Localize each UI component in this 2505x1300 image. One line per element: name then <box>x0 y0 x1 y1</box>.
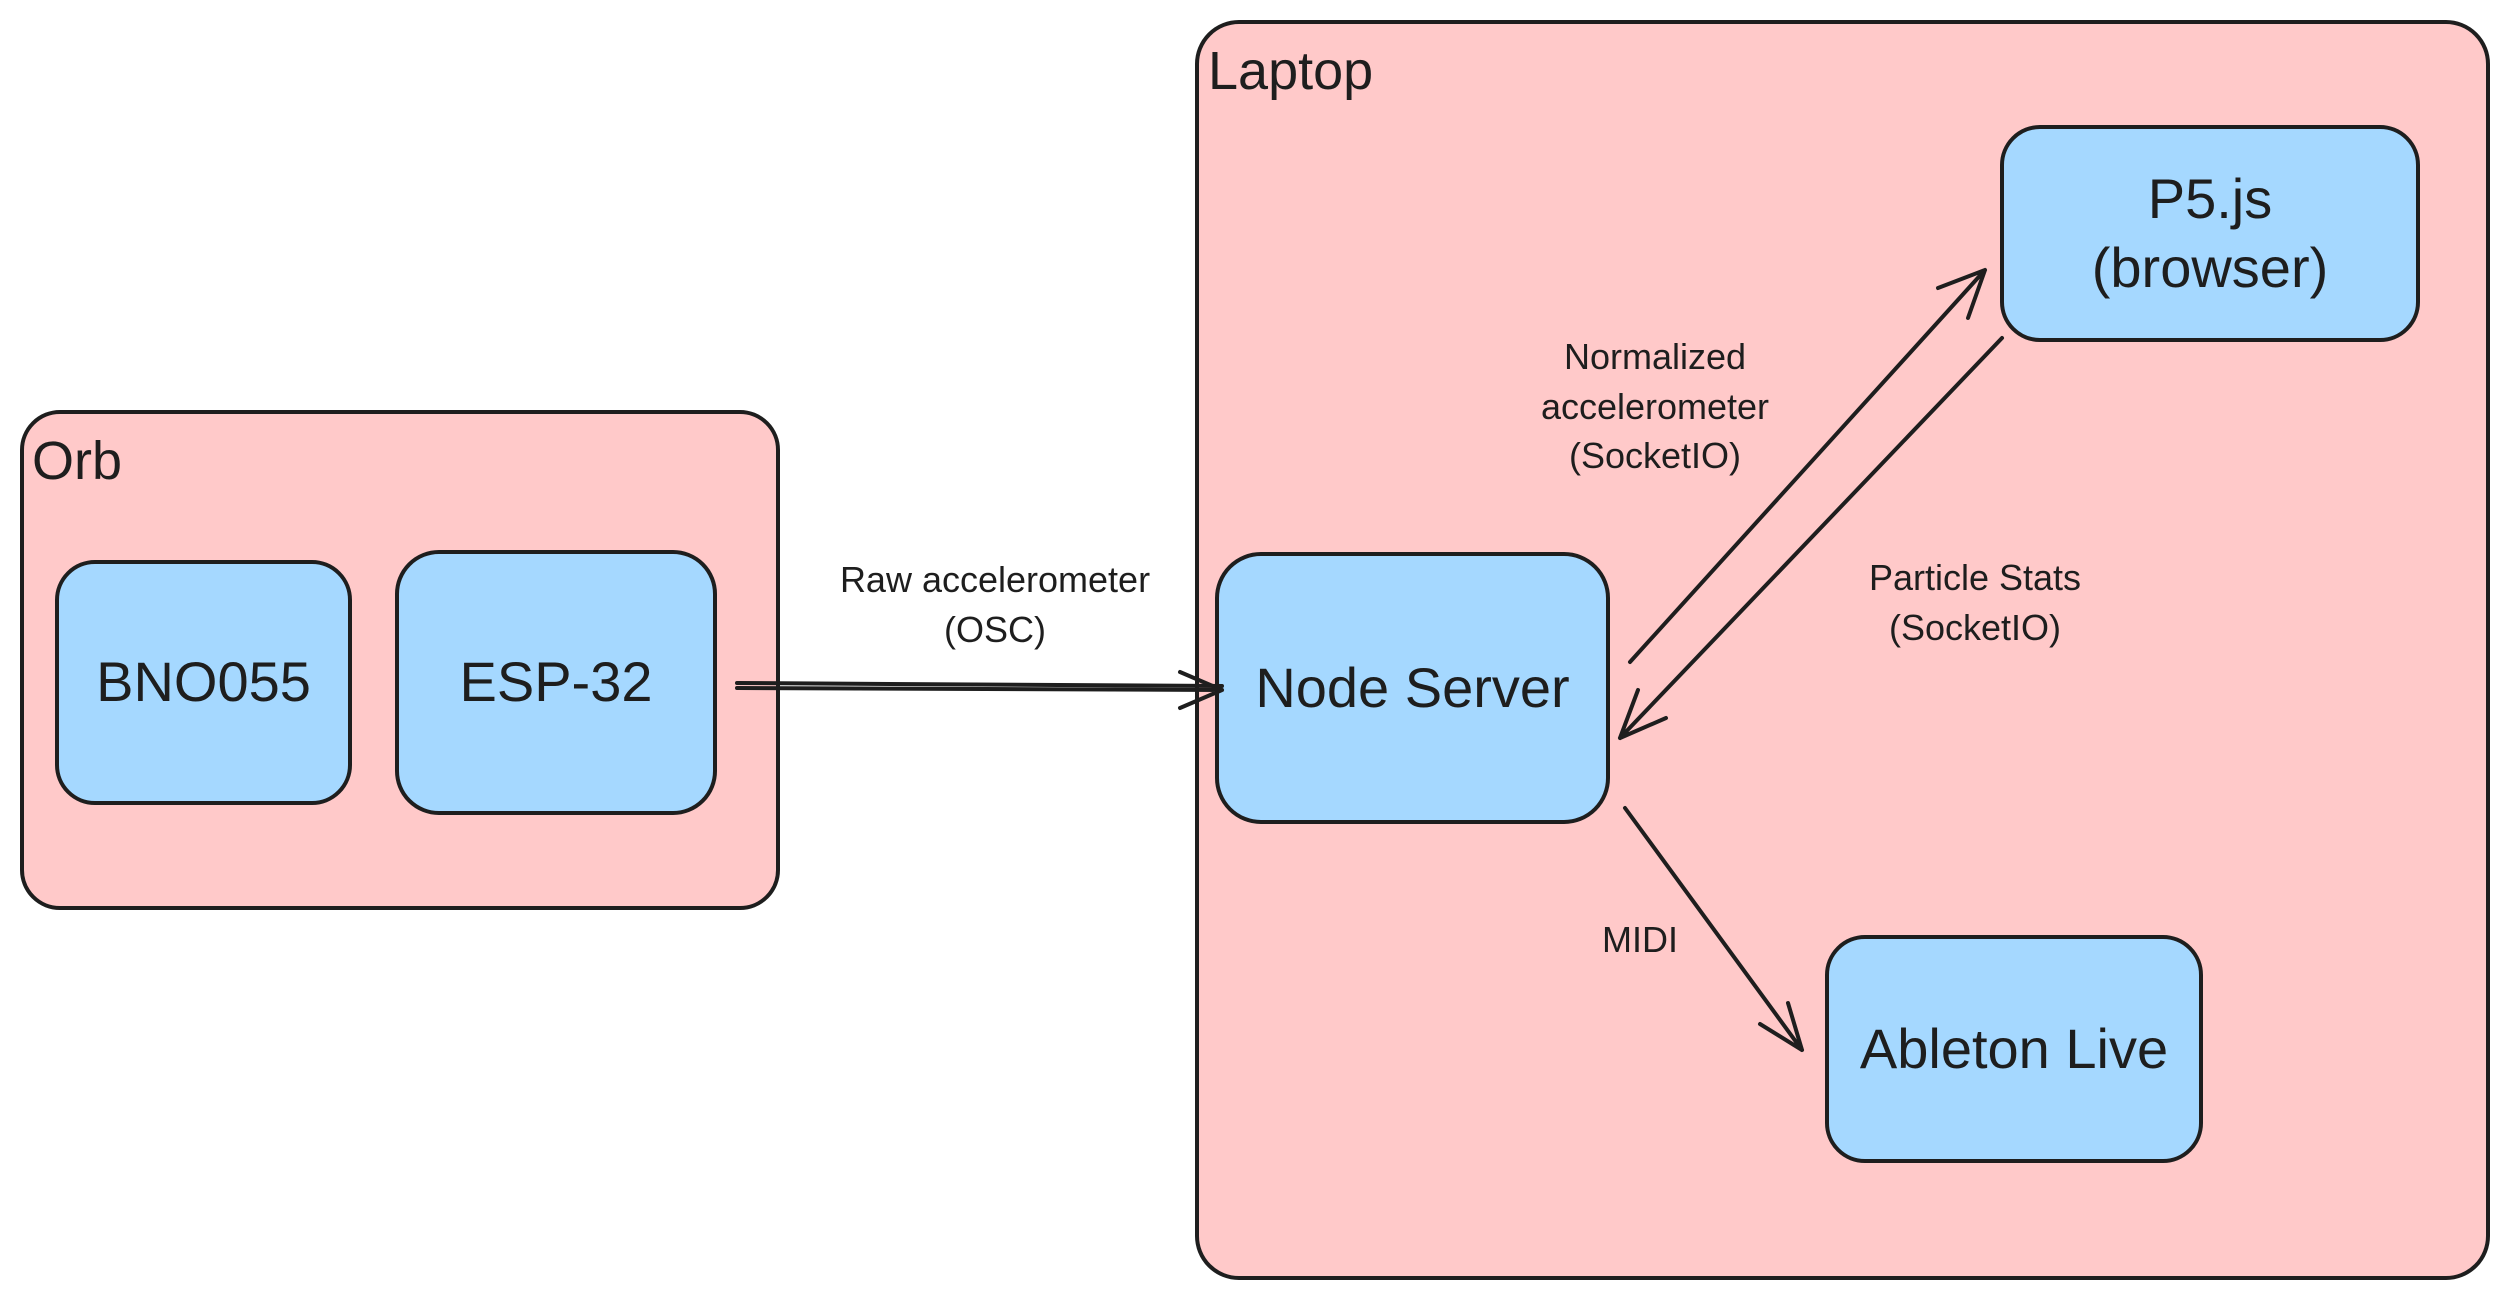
arrow-raw-accelerometer-shadow <box>735 681 1224 688</box>
esp32-node: ESP-32 <box>395 550 717 815</box>
normalized-accelerometer-label: Normalized accelerometer (SocketIO) <box>1540 336 1770 477</box>
laptop-group-title: Laptop <box>1208 41 1374 101</box>
p5js-label: P5.js (browser) <box>2091 167 2329 299</box>
arrow-raw-accelerometer <box>735 670 1224 710</box>
bno055-node: BNO055 <box>55 560 352 805</box>
bno055-label: BNO055 <box>96 650 311 714</box>
node-server-label: Node Server <box>1255 655 1570 719</box>
node-server-node: Node Server <box>1215 552 1610 824</box>
midi-label: MIDI <box>1602 919 1678 960</box>
ableton-node: Ableton Live <box>1825 935 2203 1163</box>
particle-stats-label: Particle Stats (SocketIO) <box>1868 557 2082 648</box>
ableton-label: Ableton Live <box>1859 1016 2169 1080</box>
raw-accelerometer-label: Raw accelerometer (OSC) <box>839 559 1151 650</box>
orb-group-title: Orb <box>32 431 123 491</box>
p5js-node: P5.js (browser) <box>2000 125 2420 342</box>
esp32-label: ESP-32 <box>459 650 653 714</box>
